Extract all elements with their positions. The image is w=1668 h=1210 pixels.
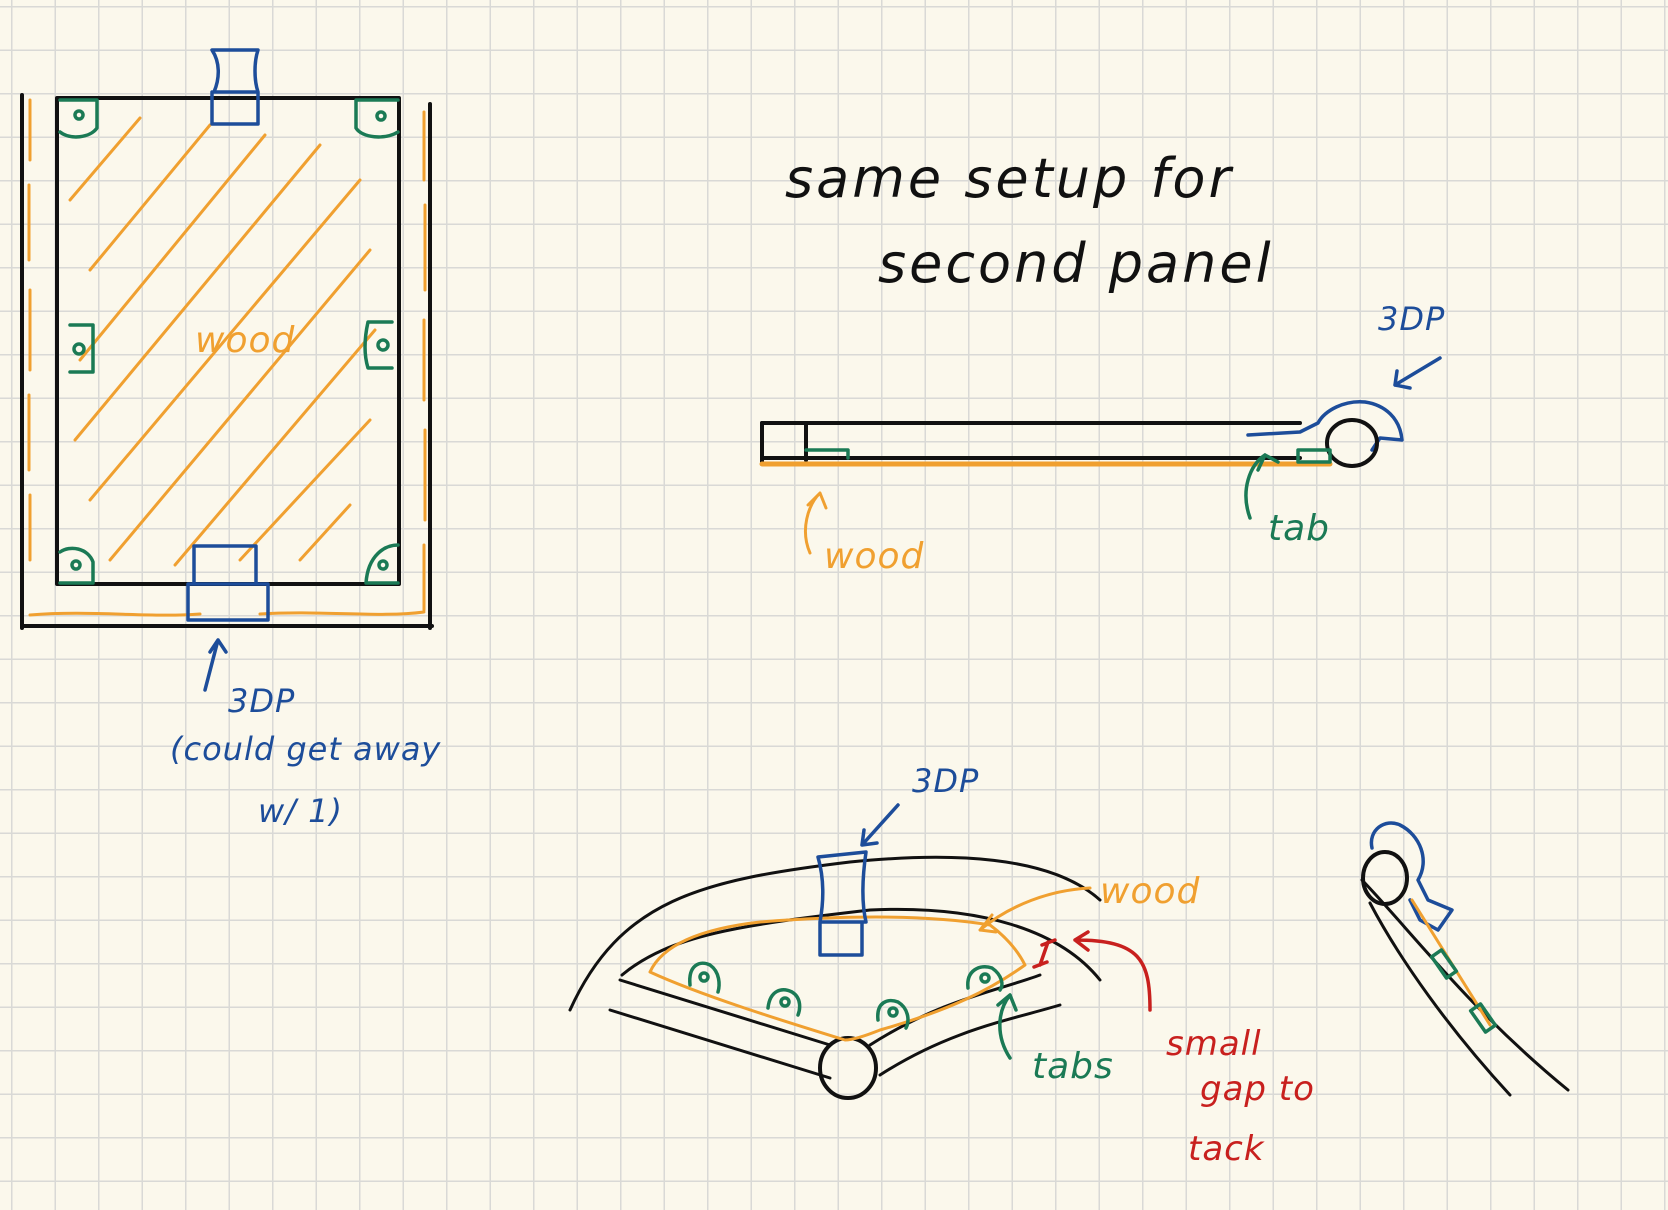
heading-notes: same setup for second panel xyxy=(785,147,1274,295)
front-tab-bottom-left xyxy=(58,546,95,585)
folded-tab-3-hole xyxy=(887,1006,899,1018)
folded-panel-bottom-edge xyxy=(608,1008,832,1080)
angled-hinge-pin xyxy=(1361,850,1409,906)
front-view: wood 3DP (could get away w/ 1) xyxy=(20,48,441,830)
front-tabs xyxy=(58,98,400,585)
front-3dp-clip-bottom xyxy=(186,544,270,622)
front-3dp-label: 3DP xyxy=(228,682,295,720)
folded-tab-2-hole xyxy=(779,996,791,1008)
front-tab-mid-right xyxy=(363,320,394,370)
side-tab-left xyxy=(804,448,850,460)
front-tab-top-right-hole xyxy=(375,110,387,122)
angled-tab-upper xyxy=(1429,948,1459,980)
front-wood-border-bottom xyxy=(28,610,426,617)
folded-tab-3 xyxy=(876,998,910,1030)
folded-tab-1 xyxy=(688,961,721,994)
side-tab-arrow xyxy=(1244,453,1280,520)
front-3dp-clips xyxy=(186,48,270,622)
front-3dp-note-line1: (could get away xyxy=(170,730,441,768)
heading-line2: second panel xyxy=(878,232,1274,295)
side-panel-left-end xyxy=(760,421,808,464)
heading-line1: same setup for xyxy=(785,147,1234,210)
front-tab-top-right xyxy=(354,98,400,139)
folded-tab-4 xyxy=(966,965,1004,992)
front-tab-top-left xyxy=(58,98,99,139)
folded-gap-label-line1: small xyxy=(1166,1024,1262,1064)
angled-tab-lower xyxy=(1468,1002,1498,1034)
front-3dp-note-line2: w/ 1) xyxy=(258,792,343,830)
side-3dp-label: 3DP xyxy=(1378,300,1445,338)
front-tab-bottom-left-hole xyxy=(70,559,82,571)
front-tab-bottom-right xyxy=(364,543,400,585)
side-view: 3DP tab wood xyxy=(759,300,1445,577)
folded-gap-arrow xyxy=(1073,930,1152,1012)
angled-3dp-clip xyxy=(1369,821,1454,932)
folded-wood-arrow xyxy=(978,886,1092,934)
side-3dp-arrow xyxy=(1393,356,1442,390)
folded-panel-top-edge xyxy=(618,978,832,1047)
folded-hinge-pin xyxy=(818,1036,878,1100)
front-wood-hatching xyxy=(68,116,377,567)
folded-outer-arc xyxy=(568,855,1102,1012)
folded-gap-marker xyxy=(1032,938,1057,969)
front-3dp-clip-top xyxy=(210,48,260,126)
front-tab-mid-left-hole xyxy=(72,342,86,356)
folded-tabs-label: tabs xyxy=(1032,1046,1114,1087)
side-wood-label: wood xyxy=(824,536,924,577)
angled-side-view xyxy=(1360,821,1570,1097)
front-wood-border-right xyxy=(422,110,427,612)
folded-tab-2 xyxy=(766,988,802,1017)
front-3dp-arrow xyxy=(203,638,228,692)
folded-wood-outline xyxy=(648,915,1027,1042)
front-wood-label: wood xyxy=(195,320,295,361)
front-tab-bottom-right-hole xyxy=(377,559,389,571)
side-tab-right xyxy=(1296,448,1332,464)
side-hinge-pin xyxy=(1325,418,1379,468)
folded-3dp-label: 3DP xyxy=(912,762,979,800)
angled-panel-inner xyxy=(1368,901,1512,1097)
front-tab-mid-left xyxy=(68,323,95,374)
folded-3dp-clip xyxy=(816,850,868,957)
folded-tab-4-hole xyxy=(979,972,991,984)
angled-panel-outer xyxy=(1360,878,1570,1092)
folded-tabs-arrow xyxy=(996,993,1018,1060)
folded-3dp-arrow xyxy=(860,803,900,847)
folded-view: 3DP wood tabs small gap to tack xyxy=(568,762,1315,1169)
folded-gap-label-line2: gap to xyxy=(1200,1069,1315,1109)
front-wood-border-left xyxy=(27,98,32,562)
folded-tab-1-hole xyxy=(698,971,710,983)
folded-wood-label: wood xyxy=(1100,871,1200,912)
side-3dp-clip xyxy=(1246,400,1404,452)
front-tab-mid-right-hole xyxy=(376,338,390,352)
front-tab-top-left-hole xyxy=(73,109,85,121)
side-wood-arrow xyxy=(803,491,828,555)
folded-tabs xyxy=(688,961,1004,1030)
folded-gap-label-line3: tack xyxy=(1188,1129,1265,1169)
side-tab-label: tab xyxy=(1268,508,1330,549)
